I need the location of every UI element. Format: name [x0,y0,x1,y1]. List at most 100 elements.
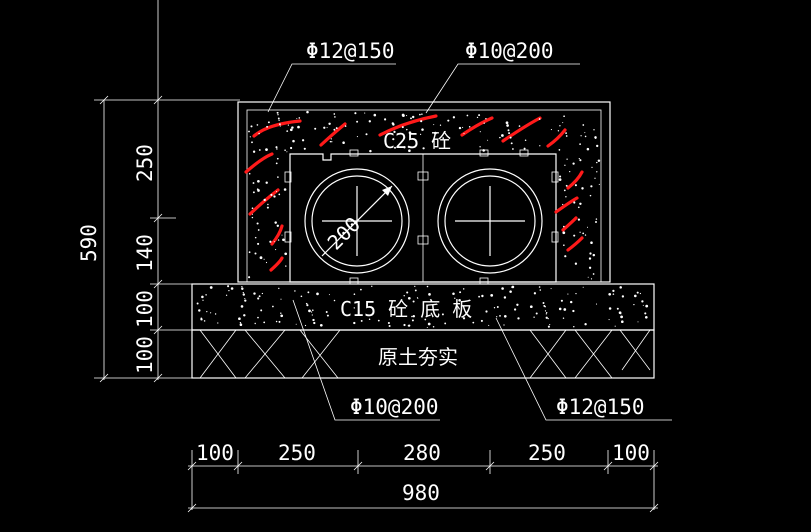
aggregate-speck [250,125,253,128]
aggregate-speck [228,289,230,292]
aggregate-speck [516,303,519,306]
aggregate-speck [238,317,241,321]
dim-horizontal-280: 280 [403,441,441,465]
aggregate-speck [251,216,254,219]
aggregate-speck [584,323,587,326]
aggregate-speck [518,125,521,127]
aggregate-speck [563,225,565,228]
aggregate-speck [298,117,301,119]
aggregate-speck [587,276,589,278]
aggregate-speck [458,126,462,130]
aggregate-speck [406,115,408,117]
aggregate-speck [580,135,582,137]
aggregate-speck [305,302,308,305]
aggregate-speck [584,132,586,134]
aggregate-speck [258,295,261,298]
aggregate-speck [289,128,293,132]
aggregate-speck [278,193,281,196]
aggregate-speck [644,312,647,315]
aggregate-speck [503,296,507,299]
aggregate-speck [584,234,587,236]
aggregate-speck [592,273,595,275]
aggregate-speck [295,323,297,325]
aggregate-speck [239,323,243,326]
soil-label: 原土夯实 [378,345,458,369]
aggregate-speck [562,231,566,235]
rebar-top-left-label: Φ12@150 [306,39,395,63]
aggregate-speck [282,238,285,242]
aggregate-speck [411,315,413,318]
aggregate-speck [616,307,619,310]
aggregate-speck [326,314,329,317]
aggregate-speck [621,320,624,324]
aggregate-speck [277,117,280,120]
aggregate-speck [510,142,513,145]
aggregate-speck [633,303,635,306]
aggregate-speck [595,218,598,220]
spacer-blocks [284,149,559,285]
aggregate-speck [645,304,649,308]
aggregate-speck [575,292,577,295]
aggregate-speck [253,292,256,295]
aggregate-speck [334,116,336,118]
pipe-right [437,168,543,274]
aggregate-speck [590,278,593,280]
aggregate-speck [565,184,568,187]
aggregate-speck [275,162,278,165]
aggregate-speck [412,314,416,318]
aggregate-speck [257,179,260,183]
aggregate-speck [565,196,567,198]
aggregate-speck [589,194,592,197]
dim-vertical-140: 140 [133,234,157,272]
aggregate-speck [513,308,517,311]
aggregate-speck [384,118,387,121]
aggregate-speck [263,198,266,202]
aggregate-speck [240,305,244,308]
aggregate-speck [596,171,598,173]
aggregate-speck [496,316,498,318]
aggregate-speck [277,176,279,178]
aggregate-speck [608,307,612,310]
aggregate-speck [426,285,429,288]
aggregate-speck [546,312,548,314]
aggregate-speck [562,122,564,124]
aggregate-speck [563,115,565,118]
aggregate-speck [335,127,338,130]
aggregate-speck [353,293,356,296]
aggregate-speck [251,213,254,215]
aggregate-speck [505,121,509,125]
pipe-left: 200 [304,168,410,274]
aggregate-speck [485,118,487,120]
aggregate-speck [507,129,510,132]
aggregate-speck [595,221,597,223]
aggregate-speck [478,295,480,298]
aggregate-speck [433,124,435,126]
aggregate-speck [493,307,496,309]
aggregate-speck [620,315,623,319]
aggregate-speck [542,302,545,304]
aggregate-speck [333,128,336,131]
aggregate-speck [314,127,317,130]
aggregate-speck [454,297,456,299]
aggregate-speck [392,138,395,141]
aggregate-speck [254,252,257,255]
aggregate-speck [248,130,250,133]
aggregate-speck [562,203,564,206]
aggregate-speck [387,321,390,325]
aggregate-speck [636,291,639,294]
aggregate-speck [588,257,592,260]
aggregate-speck [354,112,357,115]
aggregate-speck [287,124,289,126]
aggregate-speck [612,289,615,293]
aggregate-speck [356,120,359,123]
aggregate-speck [329,140,332,143]
aggregate-speck [407,325,410,327]
aggregate-speck [573,201,576,204]
aggregate-speck [203,320,206,322]
aggregate-speck [252,191,255,194]
aggregate-speck [579,231,581,233]
aggregate-speck [296,118,298,120]
aggregate-speck [304,324,307,327]
aggregate-speck [421,113,423,115]
aggregate-speck [360,319,363,322]
